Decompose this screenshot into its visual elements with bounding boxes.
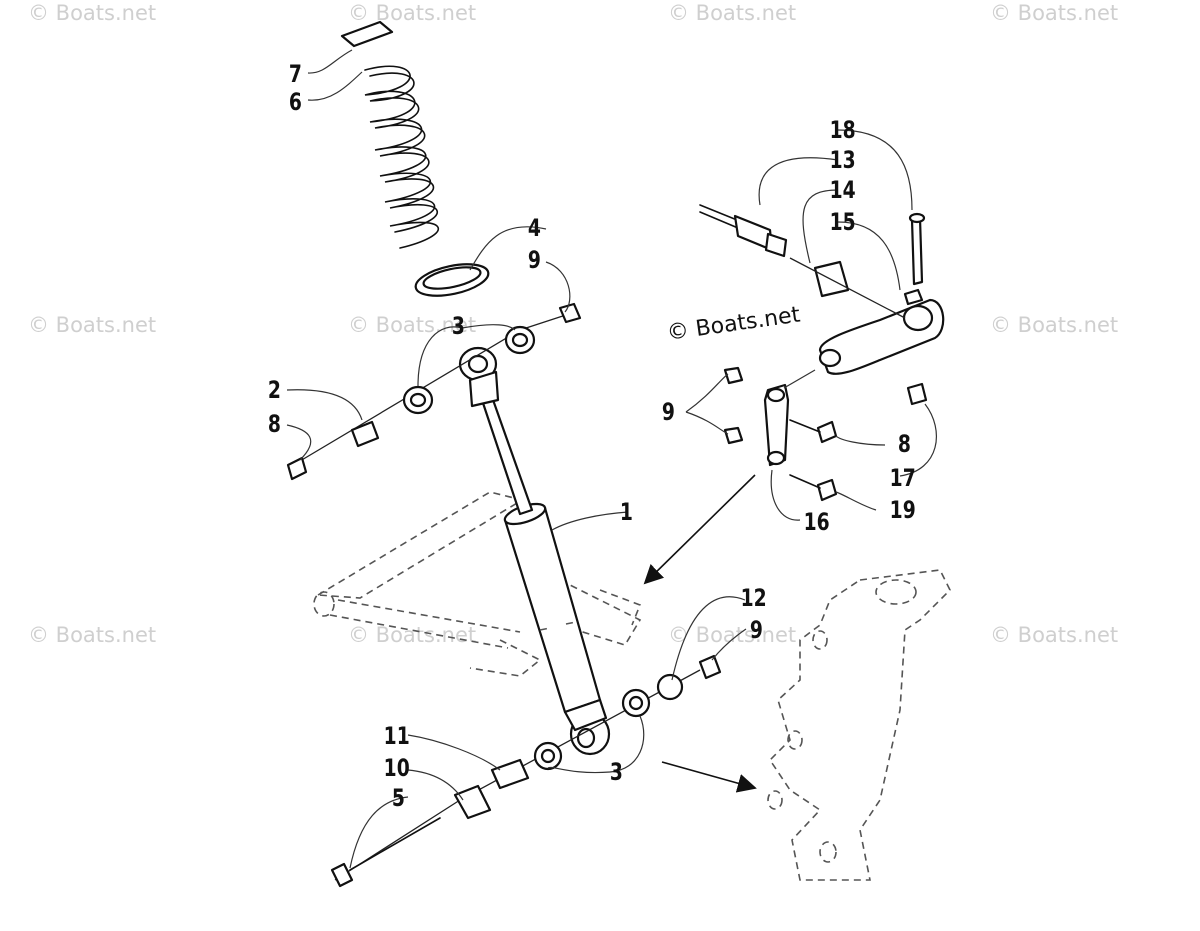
sway-bar-arm	[818, 212, 945, 406]
callout-7: 7	[289, 61, 302, 89]
watermark: © Boats.net	[990, 313, 1118, 337]
callout-19: 19	[890, 497, 916, 525]
lower-mount-hardware	[330, 654, 722, 888]
shock-absorber	[458, 346, 611, 756]
a-arm-outline	[313, 491, 642, 677]
steering-knuckle-outline	[767, 569, 951, 881]
spring-seat-lower	[414, 263, 490, 297]
upper-mount-hardware	[286, 302, 582, 481]
sway-bar-shaft	[699, 204, 906, 319]
callout-labels: 1 2 3 3 4 5 6 7 8 8 9 9 9 10 11 12 13 14…	[268, 61, 916, 813]
callout-6: 6	[289, 89, 302, 117]
callout-10: 10	[384, 755, 410, 783]
watermark: © Boats.net	[668, 623, 796, 647]
callout-2: 2	[268, 377, 281, 405]
watermark-layer: © Boats.net © Boats.net © Boats.net © Bo…	[28, 1, 1118, 647]
watermark: © Boats.net	[348, 623, 476, 647]
watermark: © Boats.net	[348, 313, 476, 337]
callout-17: 17	[890, 465, 916, 493]
assembly-arrows	[643, 474, 757, 793]
callout-5: 5	[392, 785, 405, 813]
callout-8: 8	[898, 431, 911, 459]
callout-15: 15	[830, 209, 856, 237]
callout-13: 13	[830, 147, 856, 175]
spring-retainer-top	[340, 20, 394, 48]
callout-18: 18	[830, 117, 856, 145]
callout-16: 16	[804, 509, 830, 537]
watermark: © Boats.net	[28, 1, 156, 25]
coil-spring	[364, 65, 439, 249]
sway-bar-link	[723, 366, 838, 502]
callout-1: 1	[620, 499, 633, 527]
callout-3: 3	[452, 313, 465, 341]
watermark: © Boats.net	[990, 1, 1118, 25]
callout-9: 9	[528, 247, 541, 275]
watermark: © Boats.net	[990, 623, 1118, 647]
callout-8: 8	[268, 411, 281, 439]
watermark: © Boats.net	[668, 1, 796, 25]
watermark: © Boats.net	[348, 1, 476, 25]
callout-12: 12	[741, 585, 767, 613]
callout-11: 11	[384, 723, 410, 751]
callout-9: 9	[750, 617, 763, 645]
callout-4: 4	[528, 215, 541, 243]
callout-14: 14	[830, 177, 856, 205]
callout-3: 3	[610, 759, 623, 787]
callout-9: 9	[662, 399, 675, 427]
leader-lines	[286, 49, 938, 869]
watermark: © Boats.net	[28, 623, 156, 647]
watermark-main: © Boats.net	[665, 302, 802, 345]
watermark: © Boats.net	[28, 313, 156, 337]
